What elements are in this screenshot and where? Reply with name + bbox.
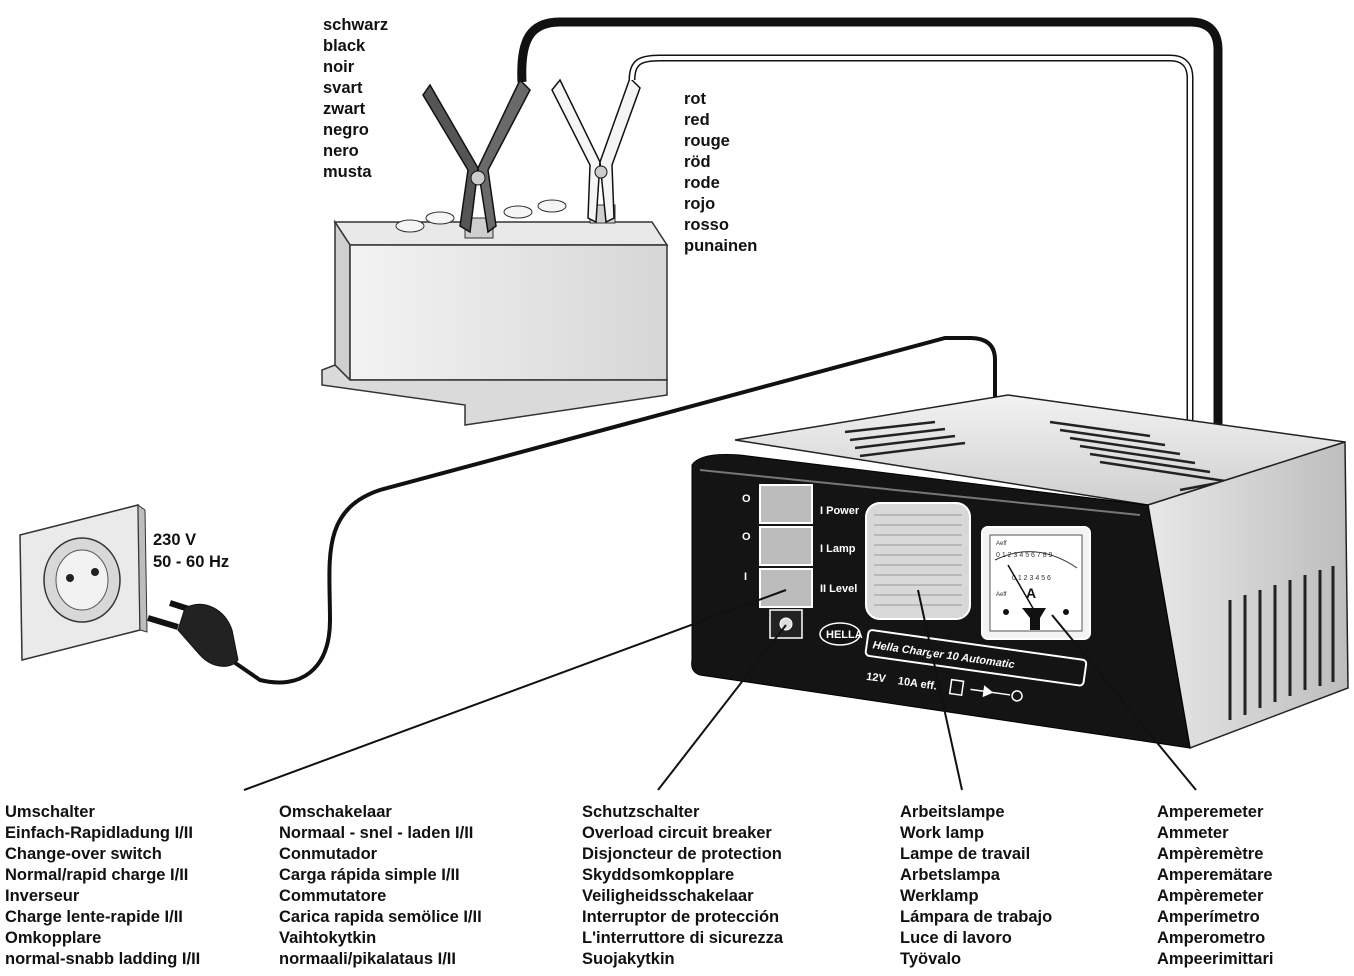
callout-line: Arbeitslampe <box>900 803 1005 821</box>
black-label: noir <box>323 58 355 76</box>
mains-voltage: 230 V <box>153 531 196 549</box>
rating-voltage: 12V <box>865 671 887 686</box>
callout-line: Lámpara de trabajo <box>900 908 1053 926</box>
ammeter-gauge: Aeff 0 1 2 3 4 5 6 7 8 9 0 1 2 3 4 5 6 A… <box>981 526 1091 640</box>
callout-line: Conmutador <box>279 845 378 863</box>
switch-label-lamp: I Lamp <box>820 543 856 555</box>
callout-switch: Umschalter Einfach-Rapidladung I/II Chan… <box>5 802 200 970</box>
callout-line: Overload circuit breaker <box>582 824 772 842</box>
callout-line: Omkopplare <box>5 929 102 947</box>
callout-line: Amperemätare <box>1157 866 1273 884</box>
wall-socket <box>19 504 148 661</box>
switch-label-level: II Level <box>820 583 857 595</box>
callout-line: Werklamp <box>900 887 979 905</box>
callout-line: Commutatore <box>279 887 387 905</box>
callout-line: Veiligheidsschakelaar <box>582 887 754 905</box>
meter-letter: A <box>1026 585 1036 601</box>
black-label: nero <box>323 142 359 160</box>
callout-line: L'interruttore di sicurezza <box>582 929 784 947</box>
callout-line: Normaal - snel - laden I/II <box>279 824 474 842</box>
black-label: negro <box>323 121 369 139</box>
callout-line: normal-snabb ladding I/II <box>5 950 201 968</box>
red-label: red <box>684 111 710 129</box>
switch-mark-level: I <box>744 571 747 583</box>
meter-label-bottom: Aeff <box>996 592 1007 598</box>
switch-power <box>759 484 813 524</box>
red-cable-labels: rot red rouge röd rode rojo rosso punain… <box>684 90 757 255</box>
switch-label-power: I Power <box>820 505 860 517</box>
callout-line: Charge lente-rapide I/II <box>5 908 183 926</box>
meter-scale-bottom: 0 1 2 3 4 5 6 <box>1012 575 1051 582</box>
switch-lamp <box>759 526 813 566</box>
callout-line: Amperometro <box>1157 929 1266 947</box>
black-cable-labels: schwarz black noir svart zwart negro ner… <box>323 16 388 181</box>
callout-line: Työvalo <box>900 950 962 968</box>
callout-line: Ampèremètre <box>1157 845 1264 863</box>
red-label: punainen <box>684 237 757 255</box>
brand-logo: HELLA <box>826 629 863 641</box>
red-label: rouge <box>684 132 730 150</box>
callout-line: Ammeter <box>1157 824 1229 842</box>
callout-line: Vaihtokytkin <box>279 929 377 947</box>
callout-line: Normal/rapid charge I/II <box>5 866 189 884</box>
callout-line: Inverseur <box>5 887 80 905</box>
battery-charger: I Power I Lamp II Level O O I Aeff 0 1 2… <box>691 394 1349 750</box>
black-clamp <box>422 78 531 234</box>
callout-switch-2: Omschakelaar Normaal - snel - laden I/II… <box>279 802 482 970</box>
leader-lamp <box>917 589 963 791</box>
callout-breaker: Schutzschalter Overload circuit breaker … <box>582 802 783 970</box>
leader-breaker <box>657 624 787 791</box>
black-cable <box>517 17 1223 430</box>
callout-line: Carica rapida semölice I/II <box>279 908 482 926</box>
callout-line: Ampèremeter <box>1157 887 1264 905</box>
black-label: schwarz <box>323 16 388 34</box>
leader-switch <box>243 589 787 791</box>
callout-line: normaali/pikalataus I/II <box>279 950 456 968</box>
callout-line: Skyddsomkopplare <box>582 866 735 884</box>
mains-frequency: 50 - 60 Hz <box>153 553 229 571</box>
leader-ammeter <box>1051 614 1197 791</box>
callout-line: Interruptor de protección <box>582 908 780 926</box>
rating-current: 10A eff. <box>897 675 938 692</box>
callout-line: Carga rápida simple I/II <box>279 866 460 884</box>
red-label: rosso <box>684 216 729 234</box>
callout-line: Amperemeter <box>1157 803 1264 821</box>
callout-line: Change-over switch <box>5 845 162 863</box>
callout-line: Suojakytkin <box>582 950 675 968</box>
callout-ammeter: Amperemeter Ammeter Ampèremètre Amperemä… <box>1157 802 1273 970</box>
black-label: black <box>323 37 366 55</box>
switch-mark-lamp: O <box>742 531 751 543</box>
red-clamp <box>551 76 641 224</box>
callout-line: Umschalter <box>5 803 95 821</box>
work-lamp <box>865 502 971 620</box>
callout-line: Schutzschalter <box>582 803 700 821</box>
meter-scale-top: 0 1 2 3 4 5 6 7 8 9 <box>996 552 1053 559</box>
callout-line: Disjoncteur de protection <box>582 845 782 863</box>
meter-label-top: Aeff <box>996 541 1007 547</box>
callout-line: Luce di lavoro <box>900 929 1012 947</box>
callout-lamp: Arbeitslampe Work lamp Lampe de travail … <box>900 802 1052 970</box>
mains-plug <box>147 600 239 667</box>
rocker-switches: I Power I Lamp II Level O O I <box>742 484 860 608</box>
red-label: rot <box>684 90 707 108</box>
switch-level <box>759 568 813 608</box>
callout-line: Ampeerimittari <box>1157 950 1274 968</box>
red-label: rojo <box>684 195 715 213</box>
mains-cable <box>226 336 997 685</box>
callout-line: Arbetslampa <box>900 866 1000 884</box>
callout-line: Omschakelaar <box>279 803 392 821</box>
black-label: musta <box>323 163 372 181</box>
callout-line: Amperímetro <box>1157 908 1260 926</box>
black-label: svart <box>323 79 363 97</box>
callout-line: Work lamp <box>900 824 985 842</box>
battery <box>321 199 669 426</box>
black-label: zwart <box>323 100 366 118</box>
switch-mark-power: O <box>742 493 751 505</box>
red-label: rode <box>684 174 720 192</box>
callout-line: Einfach-Rapidladung I/II <box>5 824 193 842</box>
red-label: röd <box>684 153 711 171</box>
callout-line: Lampe de travail <box>900 845 1031 863</box>
